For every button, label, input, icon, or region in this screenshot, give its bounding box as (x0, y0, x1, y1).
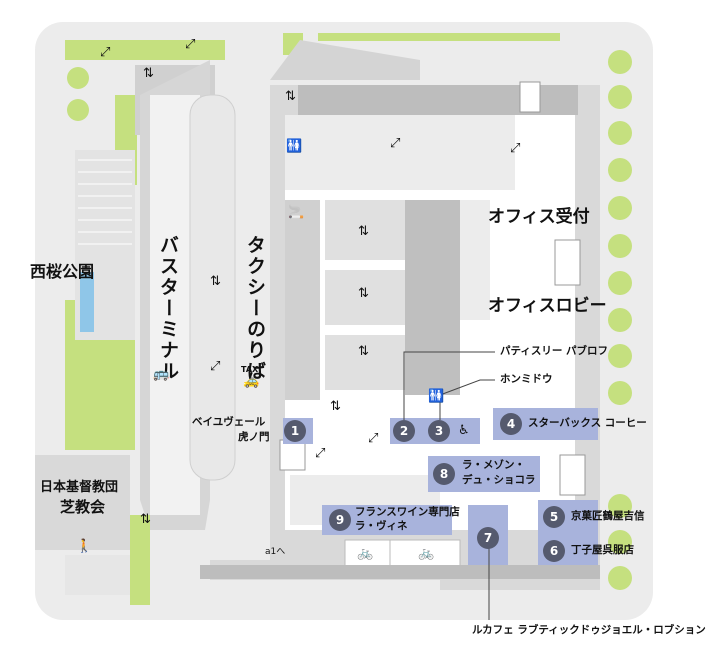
restroom-icon: 🚻 (428, 389, 445, 404)
elevator-bank-3 (325, 335, 405, 390)
elevator-icon: ⇅ (140, 512, 151, 527)
entry-road (270, 40, 420, 80)
elevator-icon: ⇅ (358, 344, 369, 359)
shop-name-8a: ラ・メゾン・ (462, 459, 525, 471)
taxi-stand-label: タクシーのりば (244, 235, 266, 382)
trees-left (67, 67, 89, 121)
elevator-icon: ⇅ (210, 274, 221, 289)
west-door (279, 439, 306, 471)
shop-name-1a: ベイユヴェール (192, 416, 266, 428)
shop-name-6: 丁子屋呉服店 (571, 544, 634, 556)
bicycle-icon: 🚲 (418, 546, 435, 561)
shop-marker-6[interactable]: 6 (543, 540, 565, 562)
shop-marker-1[interactable]: 1 (284, 420, 306, 442)
wheelchair-icon: ♿ (458, 423, 470, 438)
elevator-icon: ⇅ (285, 89, 296, 104)
smoking-area-icon: 🚬 (288, 205, 305, 220)
east-door (559, 454, 586, 496)
escalator-icon: ⤢ (390, 136, 401, 151)
taxi-sign: TAXI (241, 365, 262, 374)
leader-line-2 (403, 351, 495, 420)
elevator-icon: ⇅ (358, 224, 369, 239)
office-door (554, 239, 581, 286)
elevator-icon: ⇅ (143, 66, 154, 81)
restroom-icon: 🚻 (286, 139, 303, 154)
shop-name-8b: デュ・ショコラ (462, 474, 536, 486)
church-label-line1: 日本基督教団 (40, 480, 119, 495)
escalator-icon: ⤢ (315, 446, 326, 461)
south-road (200, 565, 600, 579)
shop-marker-3[interactable]: 3 (428, 420, 450, 442)
park-label: 西桜公園 (30, 262, 95, 281)
escalator-zone (285, 115, 515, 190)
core-dark (405, 200, 460, 395)
trees-right (608, 50, 632, 590)
church-label-line2: 芝教会 (60, 498, 106, 516)
walking-icon: 🚶 (76, 539, 93, 554)
shop-name-9a: フランスワイン専門店 (355, 506, 460, 518)
elevator-icon: ⇅ (330, 399, 341, 414)
office-reception-label: オフィス受付 (488, 207, 590, 227)
church-block (35, 455, 130, 550)
office-stairs (460, 200, 490, 320)
shop-name-3: ホンミドウ (500, 373, 553, 385)
bus-terminal-label: バスターミナル (157, 235, 179, 382)
pond (80, 272, 94, 332)
shop-name-9b: ラ・ヴィネ (355, 520, 408, 532)
bus-icon: 🚌 (153, 367, 170, 382)
office-lobby-label: オフィスロビー (488, 296, 607, 316)
shop-name-4: スターバックス コーヒー (528, 417, 647, 429)
bicycle-icon: 🚲 (357, 546, 374, 561)
shop-marker-7[interactable]: 7 (477, 527, 499, 549)
shop-name-5: 京菓匠鶴屋吉信 (571, 510, 645, 522)
escalator-icon: ⤢ (210, 359, 221, 374)
escalator-icon: ⤢ (368, 431, 379, 446)
taxi-island (189, 94, 236, 481)
exit-a1-label: a1へ (265, 547, 286, 557)
park-green-top (65, 40, 225, 60)
green-top-2 (318, 33, 560, 41)
leader-line-3 (439, 379, 495, 420)
shop-name-7: ルカフェ ラブティックドゥジョエル・ロブション (472, 624, 706, 636)
elevator-icon: ⇅ (358, 286, 369, 301)
escalator-icon: ⤢ (185, 37, 196, 52)
green-bottom-left (130, 515, 150, 605)
shop-marker-5[interactable]: 5 (543, 506, 565, 528)
west-corridor (285, 200, 320, 400)
shop-name-2: パティスリー パブロフ (500, 345, 609, 357)
taxi-icon: 🚕 (243, 374, 260, 389)
top-door (519, 81, 541, 113)
shop-marker-8[interactable]: 8 (433, 463, 455, 485)
shop-marker-4[interactable]: 4 (500, 413, 522, 435)
elevator-bank-2 (325, 270, 405, 325)
elevator-bank-1 (325, 200, 405, 260)
church-plaza (65, 555, 130, 595)
escalator-icon: ⤢ (510, 141, 521, 156)
shop-name-1b: 虎ノ門 (238, 431, 270, 443)
escalator-icon: ⤢ (100, 45, 111, 60)
shop-marker-9[interactable]: 9 (329, 509, 351, 531)
shop-marker-2[interactable]: 2 (393, 420, 415, 442)
